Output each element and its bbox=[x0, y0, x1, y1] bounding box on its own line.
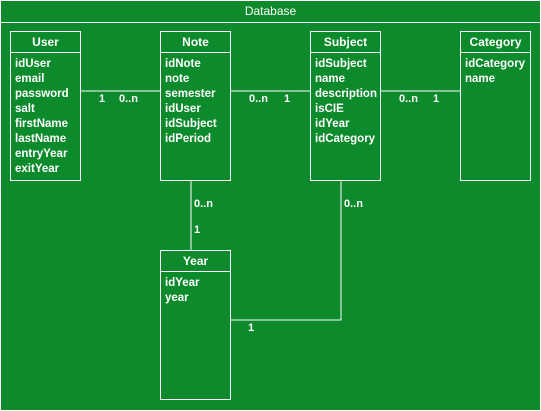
field-subject-idcategory: idCategory bbox=[315, 133, 376, 145]
field-year-year: year bbox=[165, 292, 189, 304]
field-user-salt: salt bbox=[15, 103, 35, 115]
entity-note-fields: idNote note semester idUser idSubject id… bbox=[161, 53, 230, 147]
entity-user-title: User bbox=[11, 32, 80, 53]
field-year-idyear: idYear bbox=[165, 277, 200, 289]
mult-user-note-user-side: 1 bbox=[99, 93, 106, 105]
mult-subject-category-subject-side: 0..n bbox=[399, 93, 418, 105]
field-user-password: password bbox=[15, 88, 69, 100]
frame-title: Database bbox=[1, 1, 540, 23]
entity-year-fields: idYear year bbox=[161, 272, 230, 306]
field-user-email: email bbox=[15, 73, 45, 85]
mult-note-subject-note-side: 0..n bbox=[249, 93, 268, 105]
mult-note-year-year-side: 1 bbox=[194, 224, 201, 236]
mult-note-subject-subject-side: 1 bbox=[284, 93, 291, 105]
entity-subject-fields: idSubject name description isCIE idYear … bbox=[311, 53, 380, 147]
field-category-name: name bbox=[465, 73, 496, 85]
field-category-idcategory: idCategory bbox=[465, 58, 526, 70]
field-subject-name: name bbox=[315, 73, 346, 85]
field-note-idperiod: idPeriod bbox=[165, 133, 212, 145]
mult-subject-year-year-side: 1 bbox=[248, 322, 255, 334]
entity-note-title: Note bbox=[161, 32, 230, 53]
entity-category-fields: idCategory name bbox=[461, 53, 530, 87]
field-subject-idsubject: idSubject bbox=[315, 58, 367, 70]
mult-user-note-note-side: 0..n bbox=[119, 93, 138, 105]
entity-subject[interactable]: Subject idSubject name description isCIE… bbox=[310, 31, 381, 181]
field-user-iduser: idUser bbox=[15, 58, 51, 70]
entity-subject-title: Subject bbox=[311, 32, 380, 53]
field-subject-description: description bbox=[315, 88, 377, 100]
entity-category[interactable]: Category idCategory name bbox=[460, 31, 531, 181]
field-note-idnote: idNote bbox=[165, 58, 201, 70]
field-note-semester: semester bbox=[165, 88, 216, 100]
entity-category-title: Category bbox=[461, 32, 530, 53]
entity-note[interactable]: Note idNote note semester idUser idSubje… bbox=[160, 31, 231, 181]
mult-subject-category-category-side: 1 bbox=[433, 93, 440, 105]
field-subject-iscie: isCIE bbox=[315, 103, 344, 115]
entity-year-title: Year bbox=[161, 251, 230, 272]
field-user-exityear: exitYear bbox=[15, 163, 60, 175]
mult-note-year-note-side: 0..n bbox=[194, 198, 213, 210]
entity-user-fields: idUser email password salt firstName las… bbox=[11, 53, 80, 177]
field-subject-idyear: idYear bbox=[315, 118, 350, 130]
field-user-lastname: lastName bbox=[15, 133, 67, 145]
entity-user[interactable]: User idUser email password salt firstNam… bbox=[10, 31, 81, 181]
relation-subject-year bbox=[231, 181, 342, 321]
field-note-iduser: idUser bbox=[165, 103, 201, 115]
field-note-note: note bbox=[165, 73, 190, 85]
mult-subject-year-subject-side: 0..n bbox=[344, 198, 363, 210]
field-user-firstname: firstName bbox=[15, 118, 69, 130]
entity-year[interactable]: Year idYear year bbox=[160, 250, 231, 400]
field-user-entryyear: entryYear bbox=[15, 148, 68, 160]
field-note-idsubject: idSubject bbox=[165, 118, 217, 130]
